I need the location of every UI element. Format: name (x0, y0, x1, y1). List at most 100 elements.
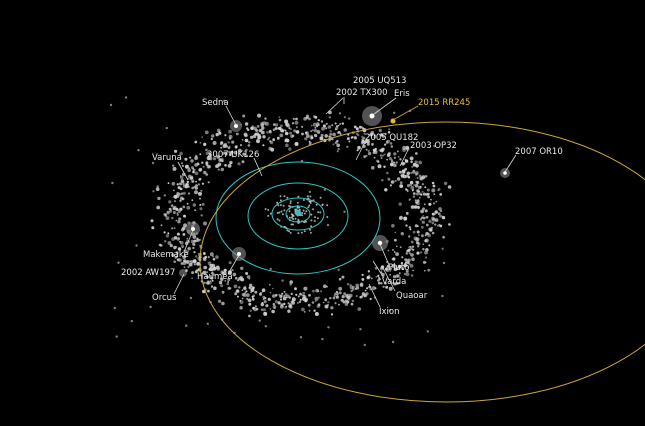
eris-dot[interactable] (369, 113, 375, 119)
kbo-dot (262, 298, 265, 301)
kbo-dot (334, 128, 337, 131)
kbo-dot (377, 274, 380, 277)
kbo-dot (350, 289, 353, 293)
kbo-dot (382, 154, 384, 157)
kbo-dot (418, 234, 420, 237)
kbo-dot (350, 302, 354, 306)
kbo-dot (171, 181, 176, 186)
kbo-dot (360, 282, 363, 285)
kbo-dot (239, 306, 243, 310)
kbo-dot (137, 149, 140, 152)
kbo-dot (388, 309, 391, 312)
kbo-dot (160, 224, 163, 227)
kbo-dot (204, 130, 209, 135)
kbo-dot (276, 218, 279, 221)
kbo-dot (368, 285, 370, 288)
kbo-dot (220, 277, 224, 282)
kbo-dot (341, 122, 344, 125)
kbo-dot (272, 138, 276, 142)
kbo-dot (242, 114, 246, 118)
kbo-dot (280, 210, 283, 213)
kbo-dot (167, 232, 170, 235)
kbo-dot (353, 125, 357, 129)
kbo-dot (355, 132, 358, 135)
kbo-dot (232, 272, 237, 277)
kbo-dot (426, 188, 430, 192)
kbo-dot (412, 169, 415, 172)
kbo-dot (363, 343, 366, 347)
kbo-dot (277, 204, 280, 207)
kbo-dot (313, 309, 316, 312)
kbo-dot (270, 147, 275, 152)
kbo-dot (415, 201, 419, 205)
kbo-dot (370, 130, 375, 135)
kbo-dot (389, 184, 392, 187)
kbo-dot (229, 153, 232, 156)
makemake-dot[interactable] (191, 227, 195, 231)
kbo-dot (387, 153, 391, 157)
orbit-saturn (271, 197, 325, 231)
kbo-dot (231, 155, 234, 158)
kbo-dot (204, 255, 207, 259)
label-ixion: Ixion (379, 307, 400, 317)
kbo-dot (267, 209, 270, 211)
kbo-dot (367, 149, 370, 152)
kbo-dot (388, 286, 393, 291)
kbo-dot (221, 290, 225, 294)
kbo-dot (257, 113, 262, 118)
kbo-dot (386, 171, 389, 175)
kbo-dot (285, 305, 288, 308)
pluto-dot[interactable] (377, 240, 383, 246)
kbo-dot (281, 279, 284, 282)
kbo-dot (220, 167, 224, 172)
haumea-dot[interactable] (237, 252, 241, 256)
kbo-dot (297, 302, 299, 304)
kbo-dot (228, 270, 232, 275)
kbo-dot (388, 157, 392, 161)
kbo-dot (374, 267, 378, 270)
kbo-dot (244, 285, 247, 288)
kbo-dot (404, 159, 407, 161)
kbo-dot (428, 244, 431, 247)
kbo-dot (412, 230, 416, 234)
kbo-dot (178, 258, 182, 262)
kbo-dot (203, 252, 206, 256)
kbo-dot (418, 160, 423, 165)
kbo-dot (276, 136, 280, 140)
kbo-dot (227, 277, 231, 282)
kbo-dot (341, 295, 345, 299)
kbo-dot (422, 215, 425, 217)
kbo-dot (357, 145, 361, 150)
kbo-dot (284, 119, 289, 124)
kbo-dot (310, 134, 313, 138)
kbo-dot (291, 214, 294, 217)
kbo-dot (382, 135, 385, 139)
kbo-dot (312, 129, 314, 131)
kbo-dot (235, 290, 238, 293)
kbo-dot (371, 286, 376, 291)
kbo-dot (186, 252, 189, 254)
kbo-dot (187, 168, 191, 173)
kbo-dot (303, 311, 306, 313)
or10-dot[interactable] (503, 171, 507, 175)
kbo-dot (393, 156, 397, 159)
kbo-dot (181, 245, 185, 248)
kbo-dot (441, 294, 444, 298)
kbo-dot (321, 126, 325, 131)
kbo-dot (311, 301, 315, 304)
kbo-dot (158, 243, 162, 247)
sedna-dot[interactable] (234, 124, 238, 128)
kbo-dot (343, 210, 346, 213)
kbo-dot (207, 261, 212, 266)
kbo-dot (270, 140, 274, 145)
kbo-dot (413, 205, 418, 209)
kbo-dot (263, 300, 267, 304)
kbo-dot (194, 270, 198, 274)
kbo-dot (256, 125, 260, 128)
kbo-dot (361, 273, 364, 277)
kbo-dot (404, 262, 407, 265)
kbo-dot (391, 282, 394, 285)
kbo-dot (234, 145, 238, 149)
kbo-dot (338, 112, 342, 115)
kbo-dot (343, 116, 346, 119)
